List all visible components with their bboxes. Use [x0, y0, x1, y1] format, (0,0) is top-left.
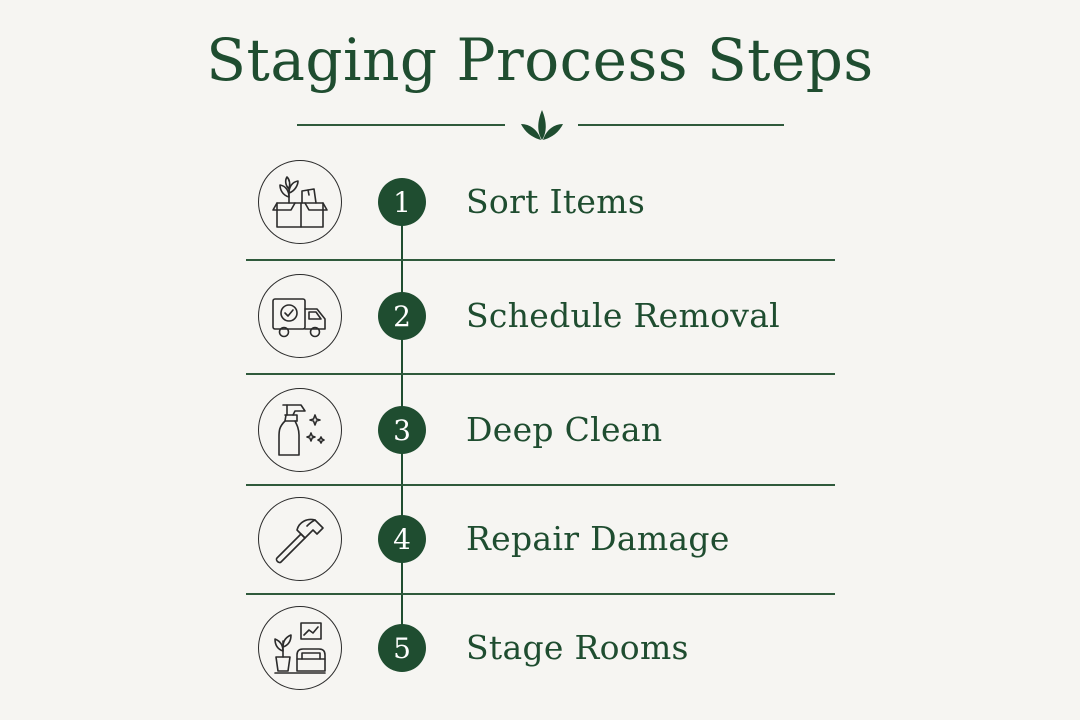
step-icon-badge	[258, 274, 342, 358]
step-icon-badge	[258, 160, 342, 244]
step-divider	[246, 593, 835, 595]
step-number-badge: 3	[378, 406, 426, 454]
step-icon-badge	[258, 388, 342, 472]
step-divider	[246, 484, 835, 486]
title-rule-left	[297, 124, 505, 126]
step-label: Stage Rooms	[466, 628, 689, 667]
hammer-icon	[275, 518, 324, 564]
step-icon-badge	[258, 606, 342, 690]
staged-room-icon	[274, 622, 326, 674]
step-label: Repair Damage	[466, 519, 730, 558]
step-label: Sort Items	[466, 182, 646, 221]
step-stage-rooms: 5 Stage Rooms	[0, 606, 1080, 696]
removal-truck-icon	[272, 298, 326, 338]
step-number-badge: 5	[378, 624, 426, 672]
step-number-badge: 4	[378, 515, 426, 563]
step-label: Schedule Removal	[466, 296, 781, 335]
step-number-badge: 1	[378, 178, 426, 226]
step-divider	[246, 373, 835, 375]
step-schedule-removal: 2 Schedule Removal	[0, 274, 1080, 364]
step-divider	[246, 259, 835, 261]
spray-bottle-icon	[278, 404, 325, 456]
leaf-sprig-icon	[521, 110, 563, 140]
step-label: Deep Clean	[466, 410, 663, 449]
step-number-badge: 2	[378, 292, 426, 340]
moving-boxes-icon	[272, 176, 328, 228]
step-deep-clean: 3 Deep Clean	[0, 388, 1080, 478]
step-icon-badge	[258, 497, 342, 581]
page-title: Staging Process Steps	[206, 26, 874, 94]
title-rule-right	[578, 124, 784, 126]
step-sort-items: 1 Sort Items	[0, 160, 1080, 250]
step-repair-damage: 4 Repair Damage	[0, 497, 1080, 587]
